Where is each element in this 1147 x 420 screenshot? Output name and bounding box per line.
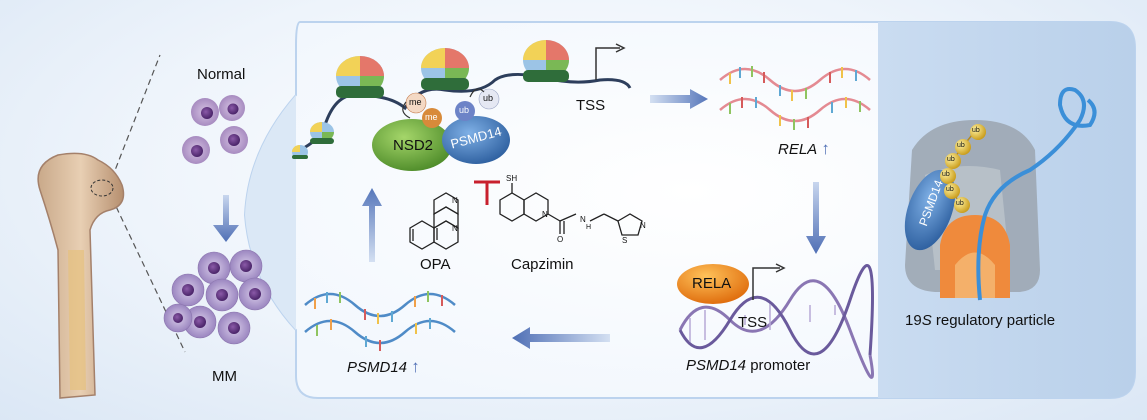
label-opa: OPA: [420, 256, 451, 273]
label-opa-n2: N: [452, 224, 458, 233]
label-cap-n: N: [542, 210, 548, 219]
label-ub-1: ub: [459, 105, 470, 115]
ub-curl-arrow: [469, 88, 485, 98]
nucleosome-3: [523, 40, 569, 82]
capzimin-structure: [499, 183, 643, 236]
me-circle-2: [422, 108, 442, 128]
arrow-left-bottom: [512, 327, 610, 349]
particle-num-text: 19: [905, 312, 922, 329]
mm-cells: [163, 249, 272, 345]
psmd14-up-arrow: ↑: [411, 357, 420, 376]
label-ub-p5: ub: [946, 186, 954, 193]
substrate-strand: [976, 87, 1097, 301]
label-normal: Normal: [197, 66, 246, 83]
label-capzimin: Capzimin: [511, 256, 574, 273]
particle-rest-text: regulatory particle: [935, 312, 1056, 329]
promoter-word-text: promoter: [750, 357, 811, 374]
rela-rna: [719, 66, 871, 130]
psmd14-rna: [304, 291, 456, 351]
ub-particle-3: [945, 153, 961, 169]
left-wedge: [245, 95, 296, 330]
regulatory-particle: [904, 87, 1097, 301]
label-cap-n3: N: [640, 221, 646, 230]
label-ub-p3: ub: [947, 156, 955, 163]
rela-protein-shape: [677, 264, 749, 304]
label-psmd14-rna: PSMD14 ↑: [347, 357, 420, 377]
label-ub-p6: ub: [956, 200, 964, 207]
nucleosome-small-2: [292, 145, 308, 159]
normal-cells: [182, 95, 248, 164]
arrow-up-left: [362, 188, 382, 262]
inhibition-bar: [474, 180, 500, 205]
label-nsd2: NSD2: [393, 137, 434, 154]
me-circle-1: [405, 92, 427, 114]
promoter-gene-text: PSMD14: [686, 357, 747, 374]
nucleosome-1: [336, 56, 384, 98]
rela-rna-text: RELA: [778, 141, 818, 158]
bone-illustration: [37, 152, 125, 399]
particle-s-text: S: [921, 312, 932, 329]
tss-bottom-arrow: [752, 267, 780, 300]
label-me-2: me: [425, 112, 438, 122]
normal-to-mm-arrow: [213, 195, 239, 242]
label-mm: MM: [212, 368, 237, 385]
psmd14-complex-shape: [442, 116, 510, 164]
promoter-dna: [678, 264, 874, 379]
ub-particle-2: [955, 139, 971, 155]
rela-up-arrow: ↑: [821, 139, 830, 158]
label-ub-p2: ub: [957, 142, 965, 149]
zoom-line-top: [111, 54, 161, 179]
nsd2-shape: [372, 119, 452, 171]
label-cap-n2: N: [580, 215, 586, 224]
label-tss-bottom: TSS: [738, 314, 768, 331]
label-sh: SH: [506, 174, 518, 183]
arrow-to-rela-rna: [650, 89, 708, 109]
opa-structure: [409, 192, 459, 250]
ub-circle-1: [455, 101, 475, 121]
label-ub-p4: ub: [942, 171, 950, 178]
ub-particle-1: [970, 124, 986, 140]
particle-psmd14-shape: [904, 169, 956, 251]
me-curl-arrow: [402, 101, 411, 119]
label-opa-n1: N: [452, 196, 458, 205]
label-ub-p1: ub: [972, 127, 980, 134]
nucleosome-small-1: [310, 122, 334, 144]
psmd14-rna-text: PSMD14: [347, 359, 408, 376]
label-me-1: me: [409, 97, 422, 107]
arrow-rela-down: [806, 182, 826, 254]
ub-particle-5: [944, 183, 960, 199]
label-tss-top: TSS: [576, 97, 606, 114]
label-promoter: PSMD14 promoter: [686, 357, 810, 374]
label-rela-rna: RELA ↑: [778, 139, 830, 159]
label-regulatory-particle: 19S regulatory particle: [905, 312, 1055, 329]
nucleosome-2: [421, 48, 469, 90]
ub-circle-2: [478, 88, 500, 110]
label-cap-h: H: [586, 224, 592, 231]
label-cap-s: S: [622, 236, 628, 245]
label-ub-2: ub: [483, 93, 494, 103]
label-cap-o: O: [557, 235, 564, 244]
ub-particle-6: [954, 197, 970, 213]
ub-particle-4: [940, 168, 956, 184]
tss-top-arrow: [595, 47, 620, 80]
label-rela-protein: RELA: [692, 275, 732, 292]
